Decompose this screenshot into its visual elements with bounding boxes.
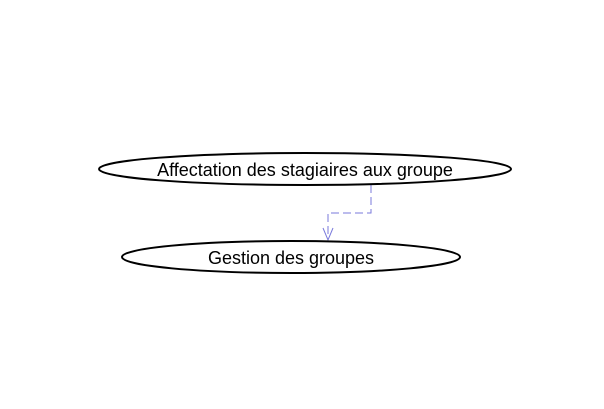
usecase-label-affectation: Affectation des stagiaires aux groupe	[157, 160, 453, 180]
usecase-node-gestion[interactable]: Gestion des groupes	[121, 240, 461, 274]
usecase-ellipse	[121, 240, 461, 274]
usecase-ellipse	[98, 152, 512, 186]
usecase-node-affectation[interactable]: Affectation des stagiaires aux groupe	[98, 152, 512, 186]
edge-affectation-to-gestion	[322, 185, 372, 242]
edge-line	[327, 185, 372, 238]
usecase-label-gestion: Gestion des groupes	[208, 248, 374, 268]
arrowhead-icon	[322, 227, 334, 242]
